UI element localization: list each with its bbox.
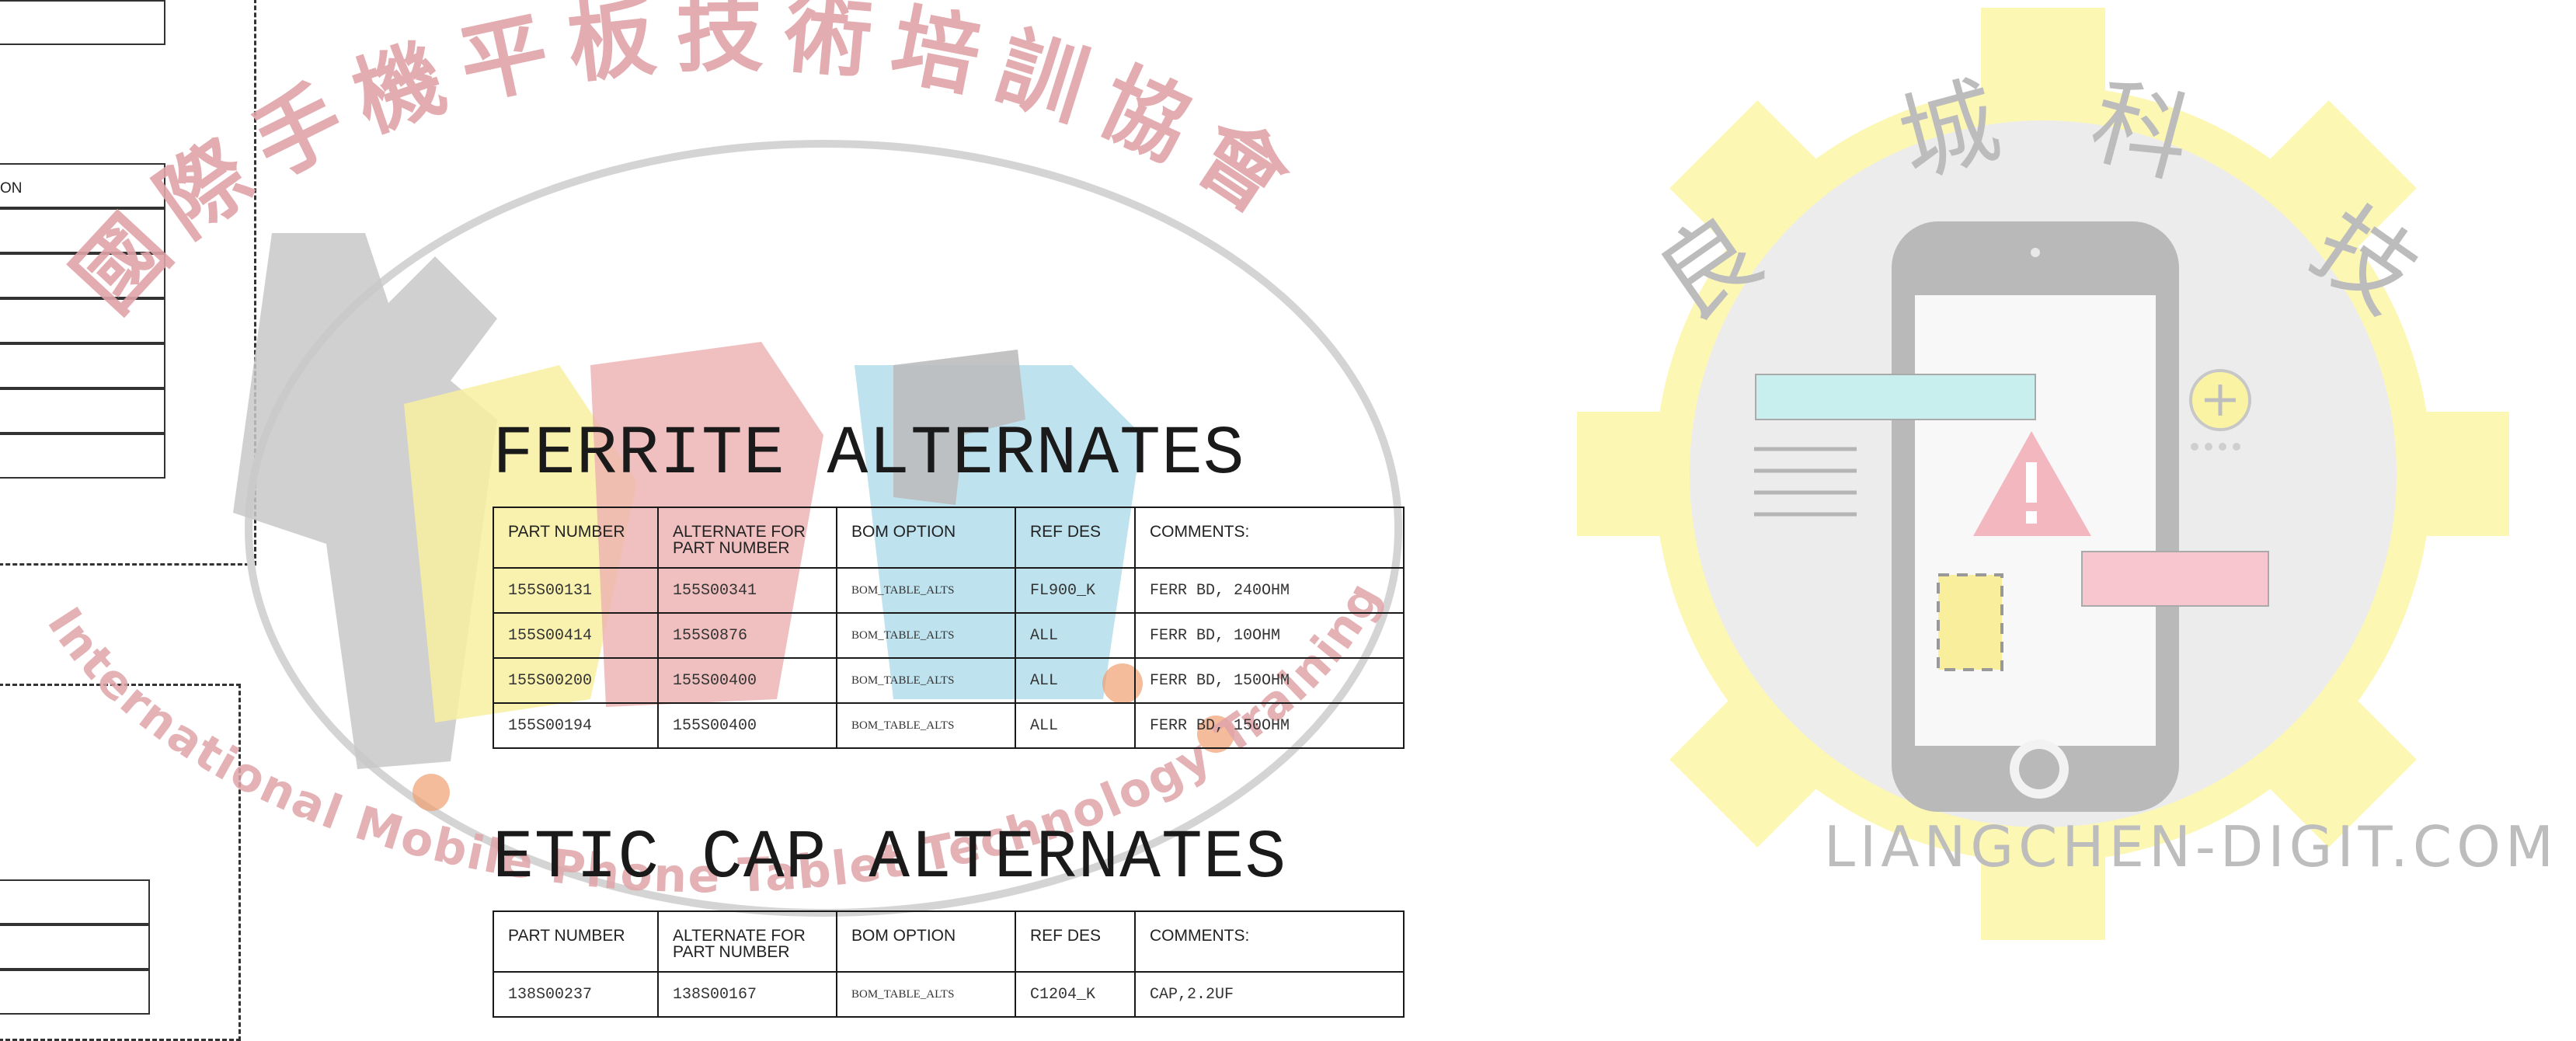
cell-alternate: 155S00400 — [657, 702, 837, 749]
cell-part-number: 138S00237 — [493, 971, 659, 1018]
phone-icon — [1892, 221, 2179, 812]
header-alternate: ALTERNATE FOR PART NUMBER — [657, 910, 837, 973]
text-lines-icon — [1754, 447, 1857, 517]
dashed-box-icon — [1937, 573, 2003, 671]
header-comments: COMMENTS: — [1134, 507, 1405, 569]
cell-alternate: 155S0876 — [657, 612, 837, 659]
frame-table-row — [0, 298, 165, 343]
cell-bom-option: BOM_TABLE_ALTS — [836, 612, 1016, 659]
header-part-number: PART NUMBER — [493, 910, 659, 973]
frame-table-row — [0, 388, 165, 433]
cell-ref-des: FL900_K — [1015, 567, 1136, 614]
header-alternate: ALTERNATE FOR PART NUMBER — [657, 507, 837, 569]
cell-part-number: 155S00200 — [493, 657, 659, 704]
cell-alternate: 138S00167 — [657, 971, 837, 1018]
header-part-number: PART NUMBER — [493, 507, 659, 569]
frame-table-row — [0, 208, 165, 253]
ferrite-alternates-title: FERRITE ALTERNATES — [493, 416, 1245, 493]
frame-table-row — [0, 253, 165, 298]
header-ref-des: REF DES — [1015, 910, 1136, 973]
etic-cap-alternates-table: PART NUMBER ALTERNATE FOR PART NUMBER BO… — [493, 910, 1405, 1018]
pink-bar-icon — [2081, 551, 2269, 607]
cell-comment: FERR BD, 150OHM — [1134, 657, 1405, 704]
plus-circle-icon — [2189, 369, 2251, 451]
association-watermark: 國際手機平板技術培訓協會 International Mobile Phone … — [0, 0, 1402, 917]
frame-row-label: ON — [0, 180, 23, 197]
watermark-char: 城 — [1888, 64, 2010, 198]
header-comments: COMMENTS: — [1134, 910, 1405, 973]
cell-comment: FERR BD, 150OHM — [1134, 702, 1405, 749]
cell-part-number: 155S00131 — [493, 567, 659, 614]
gear-icon — [1577, 8, 2509, 940]
header-ref-des: REF DES — [1015, 507, 1136, 569]
cell-part-number: 155S00414 — [493, 612, 659, 659]
frame-table-row — [0, 970, 150, 1015]
header-bom-option: BOM OPTION — [836, 507, 1016, 569]
frame-table-row — [0, 879, 150, 924]
watermark-site: LIANGCHEN-DIGIT.COM — [1824, 814, 2558, 879]
cell-ref-des: ALL — [1015, 612, 1136, 659]
table-row: 155S00194 155S00400 BOM_TABLE_ALTS ALL F… — [493, 702, 1405, 749]
frame-table-row — [0, 0, 165, 45]
table-row: 138S00237 138S00167 BOM_TABLE_ALTS C1204… — [493, 971, 1405, 1018]
etic-cap-alternates-title: ETIC CAP ALTERNATES — [493, 820, 1287, 897]
warning-icon — [1973, 431, 2091, 536]
cell-bom-option: BOM_TABLE_ALTS — [836, 971, 1016, 1018]
table-row: 155S00131 155S00341 BOM_TABLE_ALTS FL900… — [493, 567, 1405, 614]
cell-comment: CAP,2.2UF — [1134, 971, 1405, 1018]
cell-bom-option: BOM_TABLE_ALTS — [836, 702, 1016, 749]
cell-ref-des: ALL — [1015, 702, 1136, 749]
cell-alternate: 155S00400 — [657, 657, 837, 704]
table-row: 155S00200 155S00400 BOM_TABLE_ALTS ALL F… — [493, 657, 1405, 704]
table-header-row: PART NUMBER ALTERNATE FOR PART NUMBER BO… — [493, 910, 1405, 973]
cell-ref-des: C1204_K — [1015, 971, 1136, 1018]
frame-table-row — [0, 433, 165, 479]
cell-ref-des: ALL — [1015, 657, 1136, 704]
frame-table-row — [0, 343, 165, 388]
table-header-row: PART NUMBER ALTERNATE FOR PART NUMBER BO… — [493, 507, 1405, 569]
liangchen-watermark: 良 城 科 技 LIANGCHEN-DIGIT.COM — [1577, 8, 2558, 940]
cell-comment: FERR BD, 240OHM — [1134, 567, 1405, 614]
cell-bom-option: BOM_TABLE_ALTS — [836, 567, 1016, 614]
watermark-char: 良 — [1638, 194, 1782, 342]
frame-table-row — [0, 924, 150, 970]
frame-table-row: ON — [0, 163, 165, 208]
cell-bom-option: BOM_TABLE_ALTS — [836, 657, 1016, 704]
watermark-char: 科 — [2080, 64, 2202, 198]
cell-part-number: 155S00194 — [493, 702, 659, 749]
header-bom-option: BOM OPTION — [836, 910, 1016, 973]
table-row: 155S00414 155S0876 BOM_TABLE_ALTS ALL FE… — [493, 612, 1405, 659]
ferrite-alternates-table: PART NUMBER ALTERNATE FOR PART NUMBER BO… — [493, 507, 1405, 749]
cell-comment: FERR BD, 10OHM — [1134, 612, 1405, 659]
cell-alternate: 155S00341 — [657, 567, 837, 614]
cyan-bar-icon — [1755, 374, 2036, 420]
watermark-char: 技 — [2293, 186, 2438, 334]
